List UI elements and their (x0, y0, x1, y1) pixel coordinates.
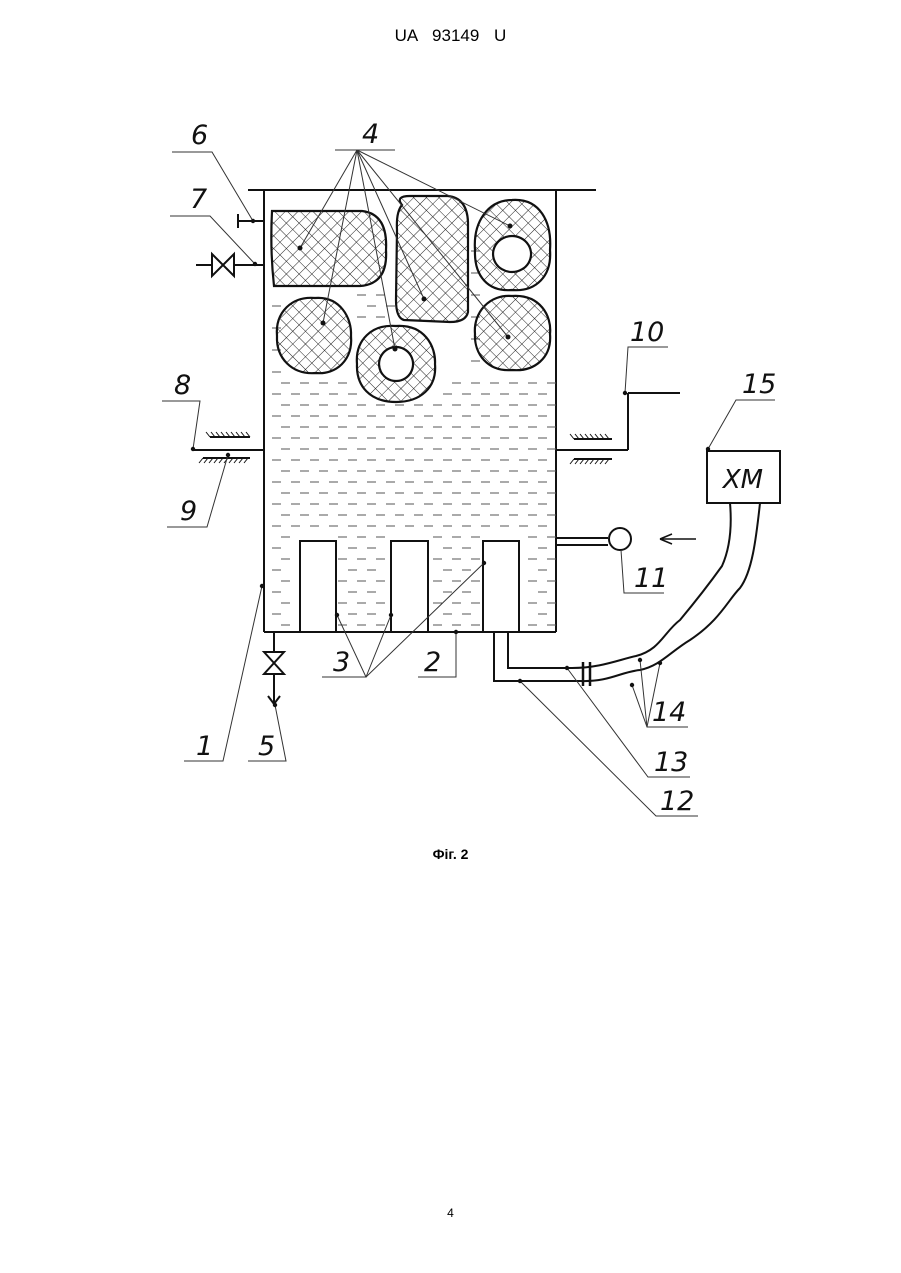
refrigeration-machine: ХМ (707, 451, 780, 503)
label-4: 4 (362, 119, 379, 150)
valve-5-icon (264, 652, 284, 674)
page-number: 4 (0, 1206, 901, 1220)
product-round-2 (475, 296, 550, 370)
pipes-left (196, 214, 264, 276)
heater-3 (483, 541, 519, 632)
heater-2 (391, 541, 428, 632)
label-10: 10 (630, 317, 664, 348)
heater-1 (300, 541, 336, 632)
label-14: 14 (652, 697, 686, 728)
heater-elements (300, 541, 519, 632)
label-7: 7 (190, 184, 207, 215)
label-2: 2 (424, 647, 441, 678)
label-5: 5 (258, 731, 275, 762)
label-12: 12 (660, 786, 694, 817)
product-block-1 (271, 211, 386, 286)
product-ring-2 (357, 326, 435, 402)
product-block-2 (396, 196, 468, 322)
label-1: 1 (196, 731, 213, 762)
label-9: 9 (180, 496, 197, 527)
product-round-1 (277, 298, 351, 373)
label-8: 8 (174, 370, 191, 401)
machine-label: ХМ (721, 465, 763, 495)
label-3: 3 (333, 647, 350, 678)
support-hatches (199, 432, 609, 464)
label-11: 11 (634, 563, 668, 594)
drain (264, 632, 284, 704)
label-13: 13 (654, 747, 688, 778)
figure-caption: Фіг. 2 (0, 846, 901, 862)
product-ring-1 (475, 200, 550, 290)
label-6: 6 (191, 120, 208, 151)
label-15: 15 (742, 369, 776, 400)
fitting-11 (556, 528, 696, 550)
valve-7-icon (212, 254, 234, 276)
